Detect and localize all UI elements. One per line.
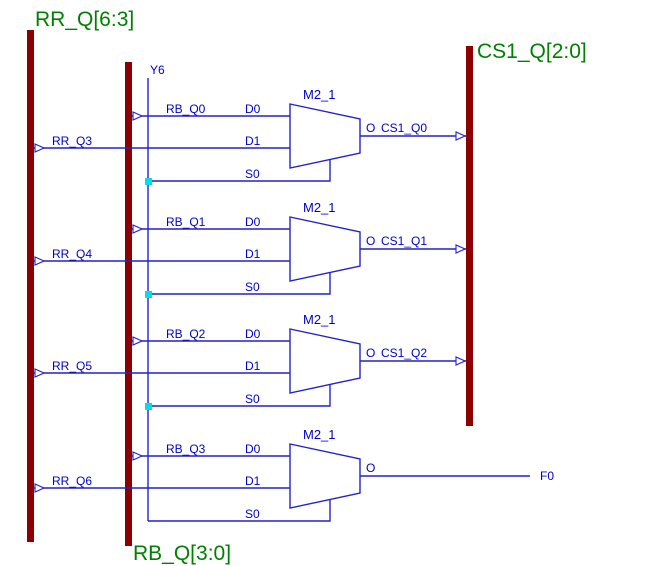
mux-3-pin-o-label: O [366, 461, 375, 475]
mux-1-pin-o-label: O [366, 234, 375, 248]
bus-tap-arrow-icon-cs1-q0 [455, 131, 467, 141]
bus-tap-arrow-icon-rb-q3 [132, 451, 144, 461]
net-label-f0: F0 [540, 469, 554, 483]
mux-2-pin-o-label: O [366, 346, 375, 360]
bus-tap-arrow-icon-rr-q5 [34, 368, 46, 378]
junction-y6-s0-1 [145, 291, 152, 298]
net-label-rr-q4: RR_Q4 [52, 247, 92, 261]
mux-0-pin-d0-label: D0 [245, 102, 261, 116]
bus-label-rb-q: RB_Q[3:0] [133, 542, 231, 565]
bus-tap-arrow-icon-rb-q1 [132, 224, 144, 234]
net-label-rr-q3: RR_Q3 [52, 134, 92, 148]
bus-tap-arrow-icon-rr-q4 [34, 256, 46, 266]
net-label-rr-q5: RR_Q5 [52, 359, 92, 373]
mux-3-symbol[interactable] [289, 443, 361, 509]
mux-1: RB_Q1 D0 RR_Q4 D1 S0 M2_1 O CS1_Q1 [34, 200, 467, 298]
net-label-rb-q3: RB_Q3 [166, 442, 206, 456]
junction-y6-s0-0 [145, 178, 152, 185]
mux-2-pin-d0-label: D0 [245, 327, 261, 341]
mux-0-pin-s0-label: S0 [245, 167, 260, 181]
mux-3-part-label: M2_1 [303, 427, 336, 442]
mux-0-pin-o-label: O [366, 121, 375, 135]
wire-s0-mux-3[interactable] [148, 499, 331, 522]
bus-tap-arrow-icon-cs1-q2 [455, 356, 467, 366]
bus-cs1-q[interactable] [466, 46, 473, 426]
mux-2-pin-s0-label: S0 [245, 392, 260, 406]
bus-rb-q[interactable] [125, 62, 132, 546]
mux-3-pin-d1-label: D1 [245, 474, 261, 488]
bus-tap-arrow-icon-cs1-q1 [455, 244, 467, 254]
mux-2-part-label: M2_1 [303, 312, 336, 327]
bus-tap-arrow-icon-rr-q3 [34, 143, 46, 153]
bus-rr-q[interactable] [27, 30, 34, 542]
mux-0: RB_Q0 D0 RR_Q3 D1 S0 M2_1 O CS1_Q0 [34, 87, 467, 185]
mux-0-part-label: M2_1 [303, 87, 336, 102]
net-label-cs1-q2: CS1_Q2 [381, 346, 427, 360]
wire-s0-mux-1[interactable] [148, 272, 331, 295]
mux-3: RB_Q3 D0 RR_Q6 D1 S0 M2_1 O F0 [34, 427, 554, 522]
wire-s0-mux-2[interactable] [148, 384, 331, 407]
wire-s0-mux-0[interactable] [148, 159, 331, 182]
net-label-cs1-q0: CS1_Q0 [381, 121, 427, 135]
mux-1-part-label: M2_1 [303, 200, 336, 215]
bus-label-rr-q: RR_Q[6:3] [35, 8, 134, 31]
net-label-y6: Y6 [150, 63, 165, 77]
net-label-cs1-q1: CS1_Q1 [381, 234, 427, 248]
bus-tap-arrow-icon-rr-q6 [34, 483, 46, 493]
mux-2-symbol[interactable] [289, 328, 361, 394]
net-label-rb-q2: RB_Q2 [166, 327, 206, 341]
bus-label-cs1-q: CS1_Q[2:0] [477, 40, 587, 63]
net-label-rr-q6: RR_Q6 [52, 474, 92, 488]
mux-1-symbol[interactable] [289, 216, 361, 282]
mux-1-pin-d0-label: D0 [245, 215, 261, 229]
net-label-rb-q0: RB_Q0 [166, 102, 206, 116]
mux-2: RB_Q2 D0 RR_Q5 D1 S0 M2_1 O CS1_Q2 [34, 312, 467, 410]
mux-0-pin-d1-label: D1 [245, 134, 261, 148]
mux-1-pin-d1-label: D1 [245, 247, 261, 261]
mux-3-pin-s0-label: S0 [245, 507, 260, 521]
mux-3-pin-d0-label: D0 [245, 442, 261, 456]
net-label-rb-q1: RB_Q1 [166, 215, 206, 229]
mux-2-pin-d1-label: D1 [245, 359, 261, 373]
mux-1-pin-s0-label: S0 [245, 280, 260, 294]
mux-0-symbol[interactable] [289, 103, 361, 169]
junction-y6-s0-2 [145, 403, 152, 410]
bus-tap-arrow-icon-rb-q2 [132, 336, 144, 346]
bus-tap-arrow-icon-rb-q0 [132, 111, 144, 121]
